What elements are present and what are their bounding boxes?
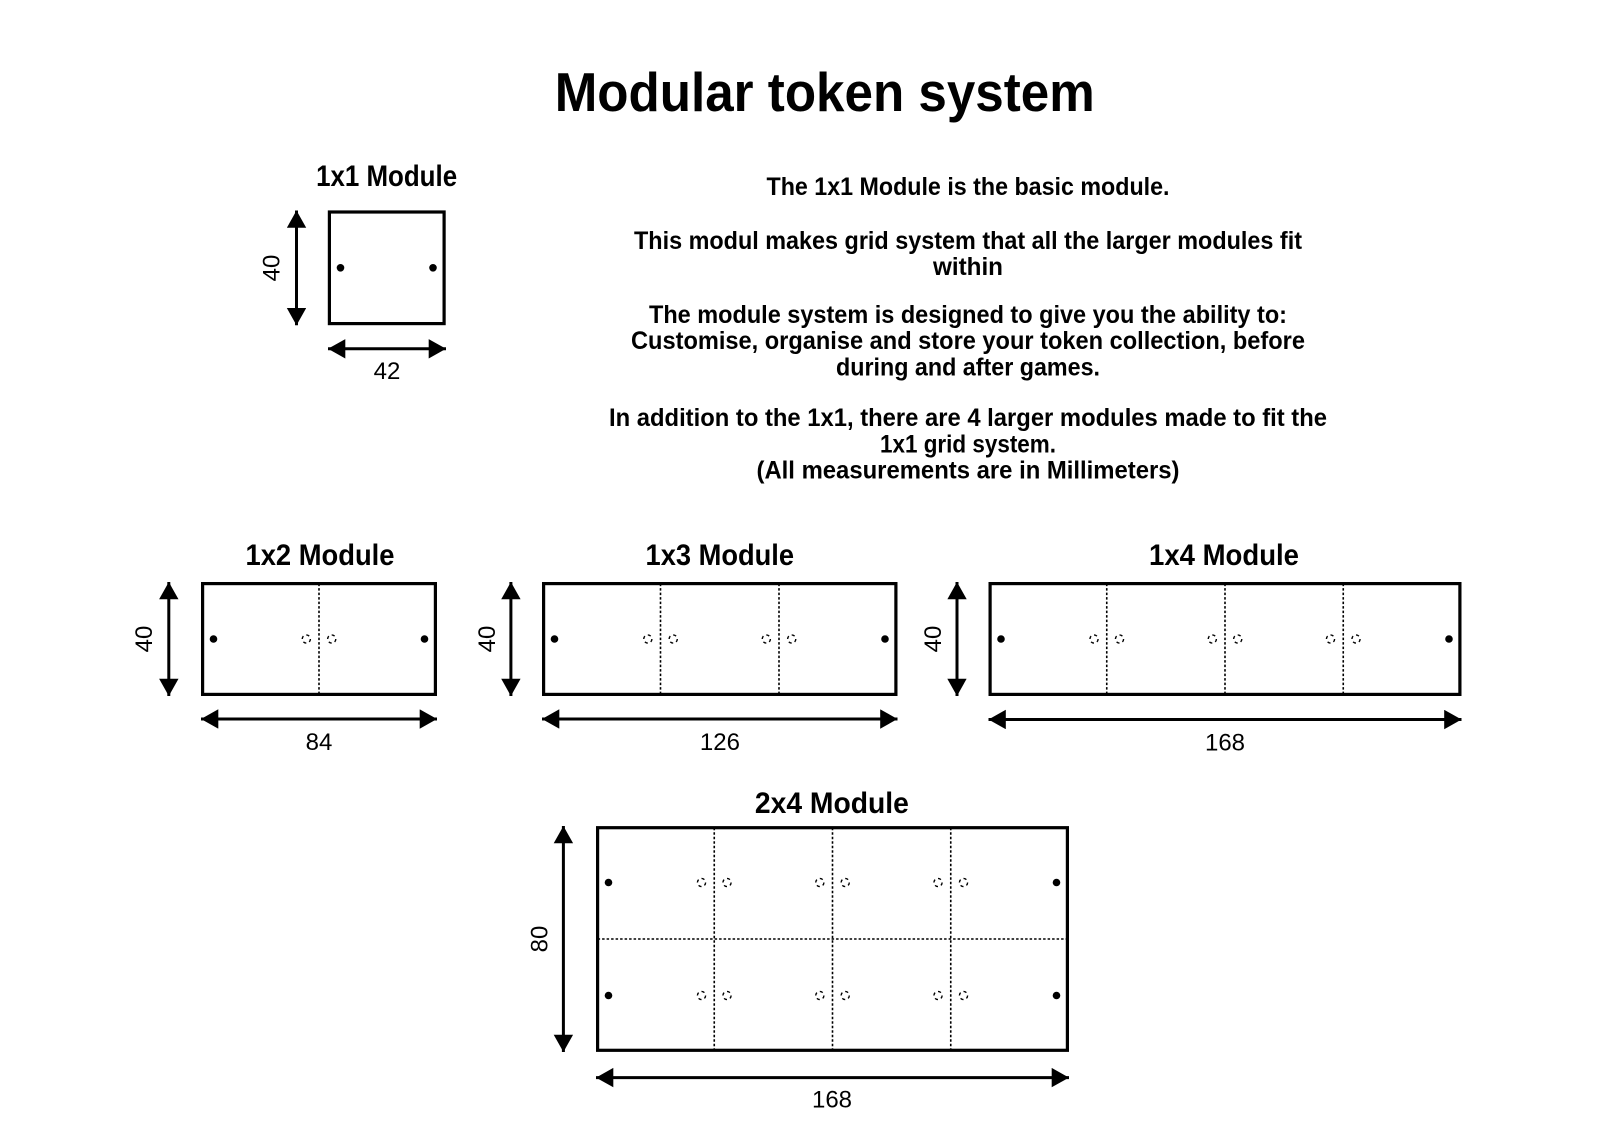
svg-text:In addition to the 1x1, there: In addition to the 1x1, there are 4 larg… [609, 404, 1327, 432]
svg-text:(All measurements are in Milli: (All measurements are in Millimeters) [757, 457, 1180, 485]
svg-text:126: 126 [700, 729, 740, 756]
svg-text:The 1x1 Module is the basic mo: The 1x1 Module is the basic module. [767, 173, 1170, 201]
svg-text:40: 40 [258, 255, 285, 282]
svg-text:Modular token system: Modular token system [555, 61, 1095, 123]
svg-text:80: 80 [526, 926, 553, 953]
svg-text:42: 42 [374, 358, 401, 385]
svg-text:40: 40 [920, 626, 947, 653]
svg-text:1x3 Module: 1x3 Module [646, 539, 795, 572]
svg-text:1x1 Module: 1x1 Module [316, 160, 457, 193]
svg-text:1x2 Module: 1x2 Module [246, 539, 395, 572]
svg-text:1x1 grid system.: 1x1 grid system. [880, 430, 1056, 458]
svg-text:168: 168 [812, 1087, 852, 1114]
svg-text:This modul makes grid system t: This modul makes grid system that all th… [634, 227, 1302, 255]
svg-text:The module system is designed: The module system is designed to give yo… [649, 301, 1287, 329]
svg-text:during and after games.: during and after games. [836, 354, 1100, 382]
svg-text:within: within [932, 253, 1003, 281]
svg-text:40: 40 [131, 626, 158, 653]
svg-text:1x4 Module: 1x4 Module [1149, 539, 1299, 572]
svg-text:Customise, organise and store: Customise, organise and store your token… [631, 327, 1305, 355]
svg-text:84: 84 [306, 729, 333, 756]
svg-text:2x4 Module: 2x4 Module [755, 787, 909, 820]
svg-text:168: 168 [1205, 730, 1245, 757]
svg-text:40: 40 [474, 626, 501, 653]
